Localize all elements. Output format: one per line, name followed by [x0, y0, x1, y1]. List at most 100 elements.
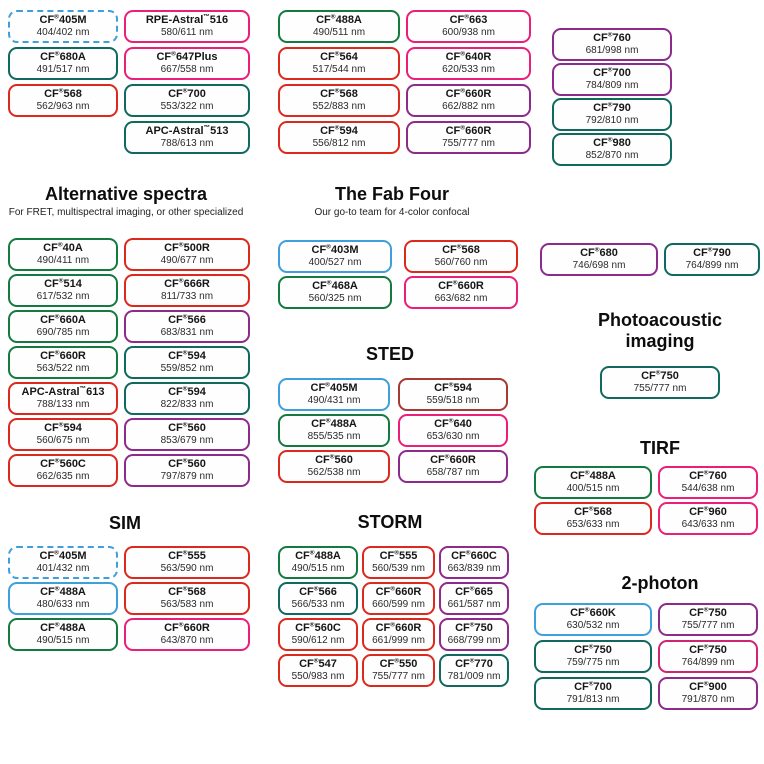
- dye-wavelengths: 560/539 nm: [372, 563, 425, 575]
- dye-wavelengths: 755/777 nm: [442, 138, 495, 150]
- dye-wavelengths: 764/899 nm: [681, 657, 735, 669]
- dye-name: CF®594: [168, 385, 206, 399]
- dye-name: CF®960: [689, 505, 727, 519]
- dye-wavelengths: 658/787 nm: [426, 467, 480, 479]
- dye-wavelengths: 784/809 nm: [585, 80, 639, 92]
- dye-name: CF®660R: [375, 585, 422, 599]
- dye-wavelengths: 853/679 nm: [160, 435, 214, 447]
- dye-name: CF®660R: [164, 621, 210, 635]
- section-title: Alternative spectra: [44, 184, 208, 204]
- dye-wavelengths: 490/431 nm: [307, 395, 361, 407]
- dye-wavelengths: 559/518 nm: [426, 395, 480, 407]
- dye-name: CF®488A: [311, 417, 357, 431]
- dye-name: CF®403M: [311, 243, 359, 257]
- dye-name: CF®555: [168, 549, 206, 563]
- dye-wavelengths: 662/882 nm: [442, 101, 495, 113]
- dye-name: CF®660R: [430, 453, 476, 467]
- dye-wavelengths: 544/638 nm: [681, 483, 735, 495]
- dye-name: CF®594: [168, 349, 206, 363]
- dye-wavelengths: 643/633 nm: [681, 519, 735, 531]
- dye-name: CF®500R: [164, 241, 210, 255]
- dye-name: CF®568: [320, 87, 358, 101]
- dye-name: CF®488A: [316, 13, 362, 27]
- section-title: STORM: [357, 512, 423, 532]
- dye-name: CF®560: [168, 421, 206, 435]
- dye-wavelengths: 855/535 nm: [307, 431, 361, 443]
- dye-name: CF®550: [379, 657, 418, 671]
- dye-wavelengths: 401/432 nm: [36, 563, 90, 575]
- dye-name: CF®660R: [445, 87, 492, 101]
- dye-wavelengths: 764/899 nm: [685, 260, 739, 272]
- dye-wavelengths: 667/558 nm: [160, 64, 214, 76]
- dye-wavelengths: 490/515 nm: [36, 635, 90, 647]
- dye-name: APC-Astral™513: [145, 124, 229, 138]
- dye-wavelengths: 668/799 nm: [447, 635, 501, 647]
- section-header-alternative-spectra: Alternative spectra For FRET, multispect…: [0, 184, 254, 218]
- dye-wavelengths: 562/538 nm: [307, 467, 361, 479]
- dye-name: CF®750: [455, 621, 493, 635]
- dye-wavelengths: 630/532 nm: [566, 620, 620, 632]
- dye-wavelengths: 620/533 nm: [442, 64, 495, 76]
- dye-wavelengths: 563/590 nm: [160, 563, 214, 575]
- section-header-fab-four: The Fab Four Our go-to team for 4-color …: [270, 184, 514, 218]
- dye-name: CF®568: [44, 87, 82, 101]
- dye-wavelengths: 683/831 nm: [160, 327, 214, 339]
- dye-wavelengths: 580/611 nm: [160, 27, 214, 39]
- dye-name: CF®680: [580, 246, 618, 260]
- dye-wavelengths: 663/682 nm: [434, 293, 488, 305]
- dye-wavelengths: 797/879 nm: [160, 471, 214, 483]
- dye-name: CF®488A: [40, 621, 86, 635]
- dye-wavelengths: 600/938 nm: [442, 27, 495, 39]
- dye-name: CF®750: [574, 643, 612, 657]
- dye-name: CF®666R: [164, 277, 210, 291]
- dye-wavelengths: 563/583 nm: [160, 599, 214, 611]
- dye-name: CF®760: [689, 469, 727, 483]
- dye-wavelengths: 791/870 nm: [681, 694, 735, 706]
- dye-wavelengths: 617/532 nm: [36, 291, 90, 303]
- dye-name: CF®750: [641, 369, 679, 383]
- dye-wavelengths: 490/677 nm: [160, 255, 214, 267]
- dye-wavelengths: 590/612 nm: [291, 635, 345, 647]
- dye-wavelengths: 553/322 nm: [160, 101, 214, 113]
- section-header-sted: STED: [270, 344, 510, 365]
- dye-wavelengths: 563/522 nm: [36, 363, 90, 375]
- dye-wavelengths: 755/777 nm: [681, 620, 735, 632]
- dye-wavelengths: 746/698 nm: [572, 260, 626, 272]
